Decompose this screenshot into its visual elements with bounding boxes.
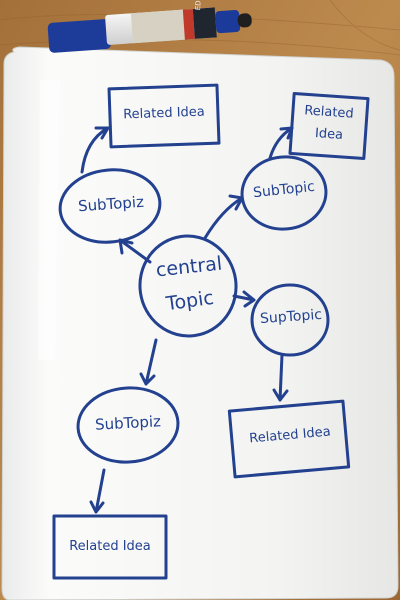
- arrow-subtopic-to-idea-bottom-left: [89, 468, 106, 514]
- marker-band-red: [182, 8, 195, 40]
- marker-tip: [215, 10, 241, 34]
- related-idea-box-top-right: [288, 91, 370, 161]
- board-glare: [38, 80, 60, 360]
- arrow-subtopic-to-idea-top-left: [80, 126, 110, 174]
- central-topic-ellipse: [138, 234, 238, 338]
- mind-map: [52, 83, 370, 580]
- marker-band-dark: [192, 7, 217, 39]
- arrow-subtopic-to-idea-mid-right: [272, 353, 289, 402]
- marker-nib: [237, 13, 252, 28]
- subtopic-mid-right-ellipse: [250, 283, 330, 357]
- arrow-central-to-subtopic-top-right: [203, 194, 244, 240]
- related-idea-box-mid-right: [227, 399, 351, 479]
- related-idea-top-left-label: Related Idea: [122, 104, 206, 123]
- arrow-central-to-subtopic-bottom-left: [139, 338, 158, 386]
- whiteboard: [1, 46, 399, 600]
- related-idea-box-top-left: [107, 83, 221, 149]
- arrow-central-to-subtopic-mid-right: [232, 290, 256, 308]
- subtopic-top-left-ellipse: [58, 168, 162, 244]
- marker-pen: [47, 7, 252, 53]
- arrow-central-to-subtopic-top-left: [118, 238, 152, 264]
- marker-label: [130, 9, 185, 44]
- subtopic-bottom-left-ellipse: [76, 386, 180, 464]
- related-idea-bottom-left-label: Related Idea: [69, 539, 151, 554]
- marker-cap: [47, 19, 112, 53]
- related-idea-box-bottom-left: [52, 514, 168, 580]
- arrow-subtopic-to-idea-top-right: [268, 126, 294, 160]
